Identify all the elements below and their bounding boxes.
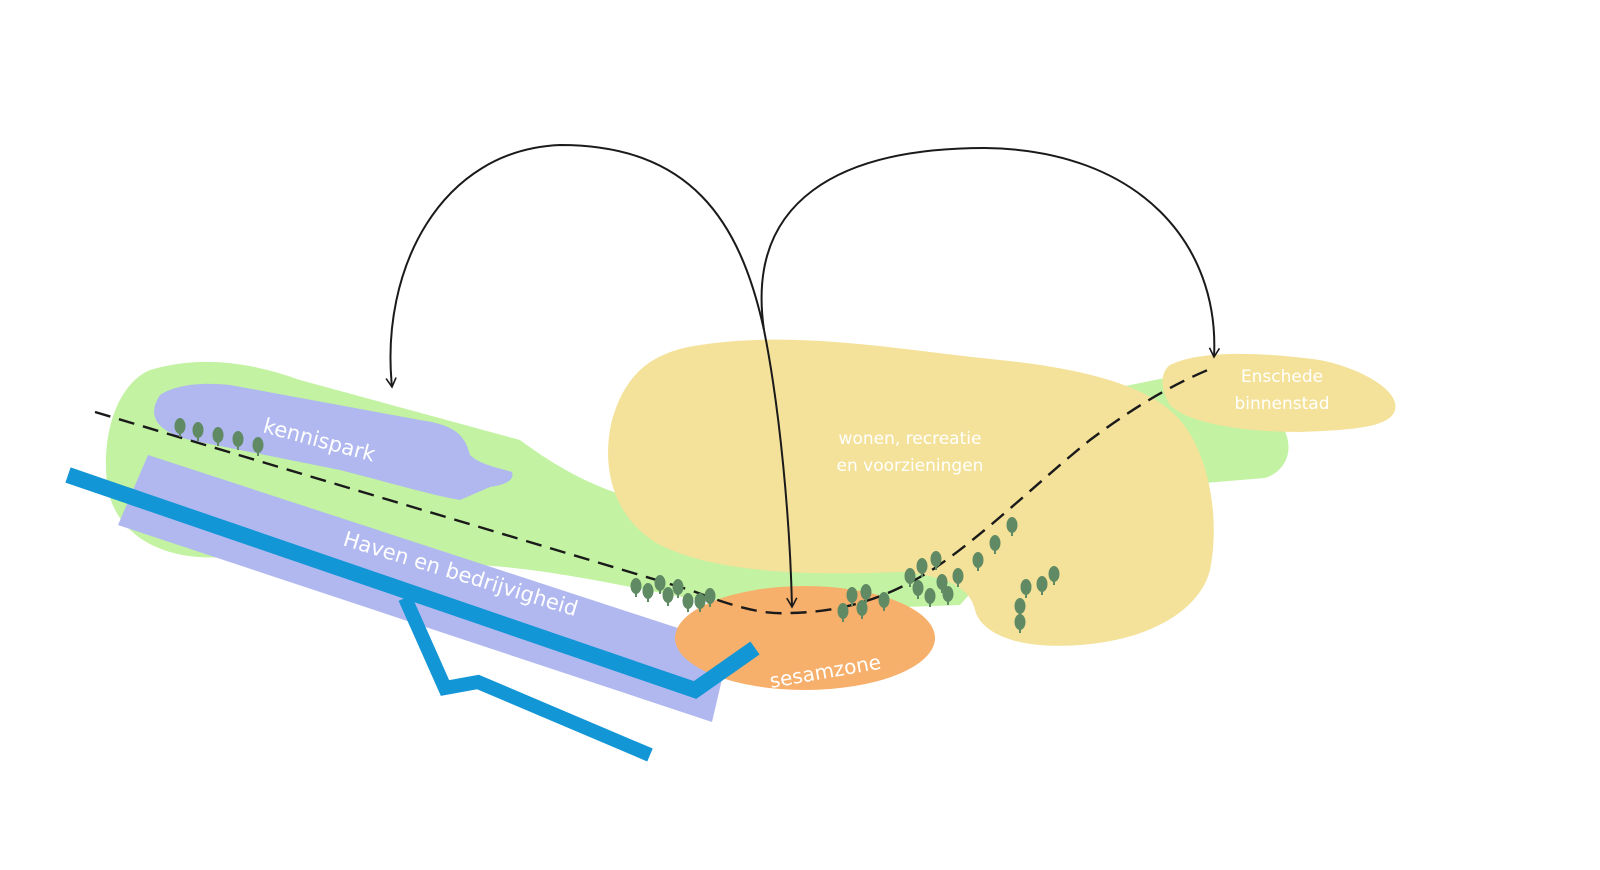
wonen-zone xyxy=(608,339,1214,646)
label-wonen-line2: en voorzieningen xyxy=(837,456,984,476)
arrow-to-sesamzone xyxy=(763,329,798,609)
arrow-to-enschede-binnenstad xyxy=(760,146,1221,359)
tree-icon xyxy=(672,579,684,598)
tree-icon xyxy=(704,588,716,607)
tree-icon xyxy=(1020,579,1032,598)
tree-icon xyxy=(936,574,948,593)
tree-icon xyxy=(846,587,858,606)
tree-icon xyxy=(924,588,936,607)
tree-icon xyxy=(1006,517,1018,536)
arrow-to-kennispark xyxy=(385,143,765,389)
tree-icon xyxy=(630,578,642,597)
kennispark-zone xyxy=(154,383,513,500)
tree-icon xyxy=(916,558,928,577)
tree-icon xyxy=(837,603,849,622)
canal-main xyxy=(65,467,760,699)
tree-icon xyxy=(856,600,868,619)
tree-icon xyxy=(232,431,244,450)
tree-icon xyxy=(930,551,942,570)
tree-icon xyxy=(972,552,984,571)
label-enschede-line2: binnenstad xyxy=(1234,394,1329,414)
canal-branch xyxy=(398,595,653,762)
tree-icon xyxy=(654,575,666,594)
tree-icon xyxy=(1014,614,1026,633)
tree-icon xyxy=(878,592,890,611)
tree-icon xyxy=(192,422,204,441)
tree-icon xyxy=(252,437,264,456)
tree-group xyxy=(174,418,1060,633)
tree-icon xyxy=(212,427,224,446)
tree-icon xyxy=(904,568,916,587)
tree-icon xyxy=(1048,566,1060,585)
tree-icon xyxy=(694,593,706,612)
label-enschede-line1: Enschede xyxy=(1241,367,1323,387)
enschede-binnenstad-zone xyxy=(1162,353,1396,432)
tree-icon xyxy=(912,580,924,599)
tree-icon xyxy=(942,586,954,605)
dashed-route xyxy=(94,365,1216,615)
tree-icon xyxy=(989,535,1001,554)
tree-icon xyxy=(952,568,964,587)
tree-icon xyxy=(860,584,872,603)
tree-icon xyxy=(1036,576,1048,595)
label-wonen-line1: wonen, recreatie xyxy=(839,429,982,449)
tree-icon xyxy=(662,587,674,606)
tree-icon xyxy=(642,583,654,602)
tree-icon xyxy=(682,593,694,612)
tree-icon xyxy=(174,418,186,437)
